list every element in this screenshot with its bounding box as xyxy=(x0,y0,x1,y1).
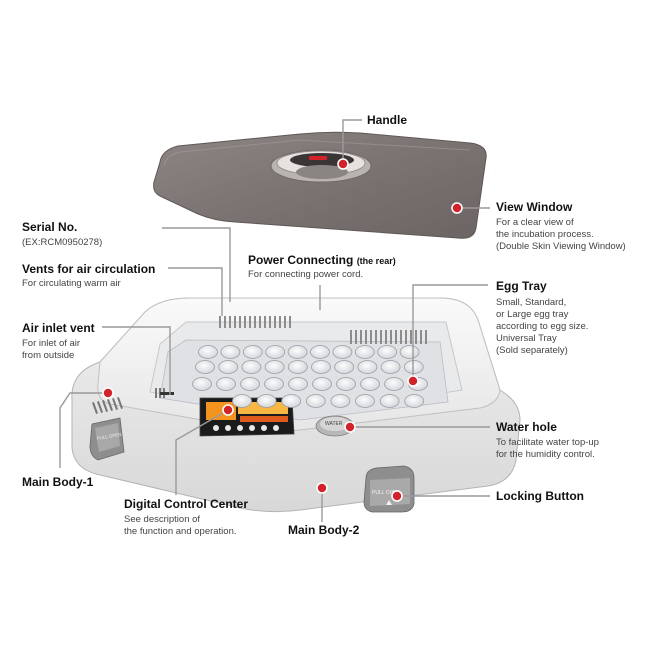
marker-main-body-1 xyxy=(102,387,114,399)
egg-tray-title: Egg Tray xyxy=(496,279,547,293)
egg-slot xyxy=(264,360,285,374)
marker-handle xyxy=(337,158,349,170)
egg-slot xyxy=(360,377,380,391)
handle-title: Handle xyxy=(367,113,408,127)
locking-button-title: Locking Button xyxy=(496,489,584,503)
egg-slot xyxy=(256,394,277,408)
egg-slot xyxy=(220,345,241,359)
leader-digital xyxy=(175,409,229,495)
leader-air-inlet xyxy=(102,326,171,395)
marker-main-body-2 xyxy=(316,482,328,494)
egg-slot xyxy=(336,377,356,391)
pull-open-left-text: PULL OPEN xyxy=(96,432,122,441)
egg-slot xyxy=(399,345,420,359)
handle-part[interactable] xyxy=(270,149,372,183)
air-inlet-title: Air inlet vent xyxy=(22,321,95,335)
egg-slot xyxy=(310,345,330,359)
serial-no-title: Serial No. xyxy=(22,220,78,234)
leader-egg-tray xyxy=(412,284,488,380)
right-lock[interactable]: PULL OPEN xyxy=(363,465,415,513)
egg-slot xyxy=(232,394,252,408)
vents-title: Vents for air circulation xyxy=(22,262,156,276)
leader-main-body-1 xyxy=(59,392,108,468)
air-inlet-desc: For inlet of air from outside xyxy=(22,338,81,361)
egg-slot xyxy=(264,377,284,391)
rear-vents xyxy=(219,316,427,344)
egg-slot xyxy=(198,345,218,359)
egg-slot xyxy=(287,360,308,374)
main-body-2-title: Main Body-2 xyxy=(288,523,360,537)
egg-slot xyxy=(355,394,375,408)
markers xyxy=(102,158,463,502)
water-text: WATER xyxy=(325,421,343,427)
view-window-title: View Window xyxy=(496,200,573,214)
egg-slot xyxy=(192,377,212,391)
egg-slot xyxy=(404,394,425,408)
egg-slot xyxy=(332,345,353,359)
digital-control-desc: See description of the function and oper… xyxy=(124,514,237,537)
marker-locking xyxy=(391,490,403,502)
egg-slot xyxy=(287,345,308,359)
leader-lines xyxy=(59,119,490,522)
serial-sticker xyxy=(160,392,174,395)
marker-water-hole xyxy=(344,421,356,433)
egg-slot xyxy=(305,394,326,408)
leader-handle xyxy=(342,119,362,164)
egg-slot xyxy=(311,360,331,374)
pull-open-right-text: PULL OPEN xyxy=(372,490,400,496)
egg-slot xyxy=(240,377,260,391)
egg-slot xyxy=(330,394,351,408)
view-window-desc: For a clear view of the incubation proce… xyxy=(496,217,626,252)
egg-slot xyxy=(265,345,286,359)
lid xyxy=(153,131,487,239)
power-connecting-title-main: Power Connecting xyxy=(248,253,354,267)
egg-tray-desc: Small, Standard, or Large egg tray accor… xyxy=(496,297,589,356)
egg-slot xyxy=(377,345,398,359)
egg-slot xyxy=(218,360,239,374)
marker-view-window xyxy=(451,202,463,214)
left-lock[interactable]: PULL OPEN xyxy=(89,417,125,461)
egg-slot xyxy=(241,360,262,374)
digital-control-title: Digital Control Center xyxy=(124,497,249,511)
serial-no-desc: (EX:RCM0950278) xyxy=(22,237,103,248)
egg-slot xyxy=(354,345,375,359)
leader-serial-no xyxy=(162,227,231,302)
power-connecting-desc: For connecting power cord. xyxy=(248,269,364,280)
main-body-1-title: Main Body-1 xyxy=(22,475,94,489)
egg-slot xyxy=(334,360,355,374)
egg-slot xyxy=(242,345,263,359)
egg-slot xyxy=(379,394,400,408)
power-connecting-title-suffix: (the rear) xyxy=(356,256,396,266)
egg-slot xyxy=(357,360,378,374)
water-hole-desc: To facilitate water top-up for the humid… xyxy=(496,437,599,460)
egg-slot xyxy=(312,377,332,391)
water-hole-title: Water hole xyxy=(496,420,557,434)
vents-desc: For circulating warm air xyxy=(22,278,121,289)
egg-slot xyxy=(288,377,308,391)
egg-slot xyxy=(216,377,236,391)
egg-slot xyxy=(195,360,215,374)
marker-digital xyxy=(222,404,234,416)
power-connecting-title: Power Connecting (the rear) xyxy=(248,253,396,267)
egg-slot xyxy=(281,394,302,408)
egg-slot xyxy=(384,377,404,391)
leader-vents xyxy=(168,267,223,316)
egg-tray-slots xyxy=(192,345,428,408)
egg-slot xyxy=(380,360,401,374)
marker-egg-tray xyxy=(407,375,419,387)
egg-slot xyxy=(403,360,424,374)
water-hole-part[interactable]: WATER xyxy=(315,415,355,437)
